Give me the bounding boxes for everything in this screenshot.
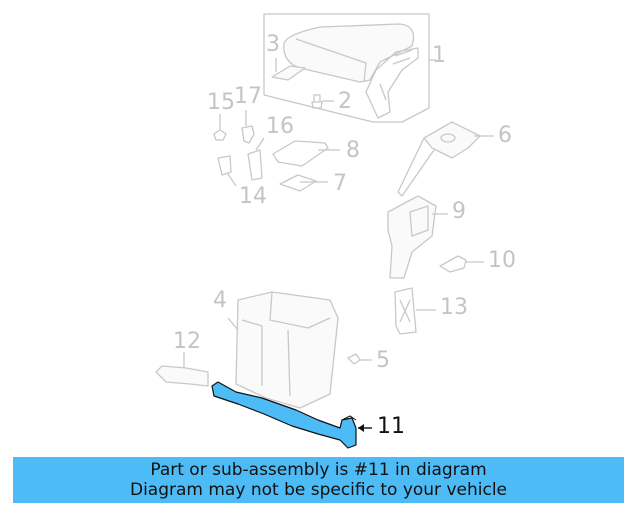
part-5-screw	[347, 353, 361, 365]
part-4-console-frame	[235, 291, 339, 409]
callout-3: 3	[266, 32, 280, 57]
callout-7: 7	[333, 171, 347, 196]
part-15-clip	[213, 129, 227, 141]
callout-11: 11	[377, 414, 405, 439]
part-12-duct	[155, 365, 209, 387]
part-14-clip	[217, 155, 232, 176]
callout-8: 8	[346, 138, 360, 163]
part-1-armrest-lid	[263, 13, 430, 123]
callout-16: 16	[266, 114, 294, 139]
callout-12: 12	[173, 329, 201, 354]
callout-2: 2	[338, 89, 352, 114]
part-8-plate	[272, 140, 329, 167]
banner-line-1: Part or sub-assembly is #11 in diagram	[150, 460, 487, 480]
callout-4: 4	[213, 288, 227, 313]
part-9-vent-panel	[387, 195, 437, 279]
part-16-bracket	[247, 149, 263, 181]
callout-14: 14	[239, 184, 267, 209]
callout-13: 13	[440, 295, 468, 320]
callout-10: 10	[488, 248, 516, 273]
part-7-bracket	[279, 174, 317, 192]
banner-line-2: Diagram may not be specific to your vehi…	[129, 480, 507, 500]
callout-17: 17	[234, 84, 262, 109]
callout-9: 9	[452, 199, 466, 224]
callout-6: 6	[498, 123, 512, 148]
part-6-cover	[397, 121, 481, 197]
info-banner: Part or sub-assembly is #11 in diagram D…	[13, 457, 624, 503]
part-13-bracket	[394, 287, 417, 335]
part-17-clip	[241, 125, 255, 144]
part-3-tray	[271, 65, 306, 81]
part-11-highlighted-duct	[211, 381, 372, 449]
parts-diagram	[155, 13, 494, 449]
part-2-screw	[311, 94, 323, 109]
part-10-clip	[439, 255, 467, 273]
callout-15: 15	[207, 90, 235, 115]
callout-5: 5	[376, 348, 390, 373]
callout-1: 1	[432, 43, 446, 68]
